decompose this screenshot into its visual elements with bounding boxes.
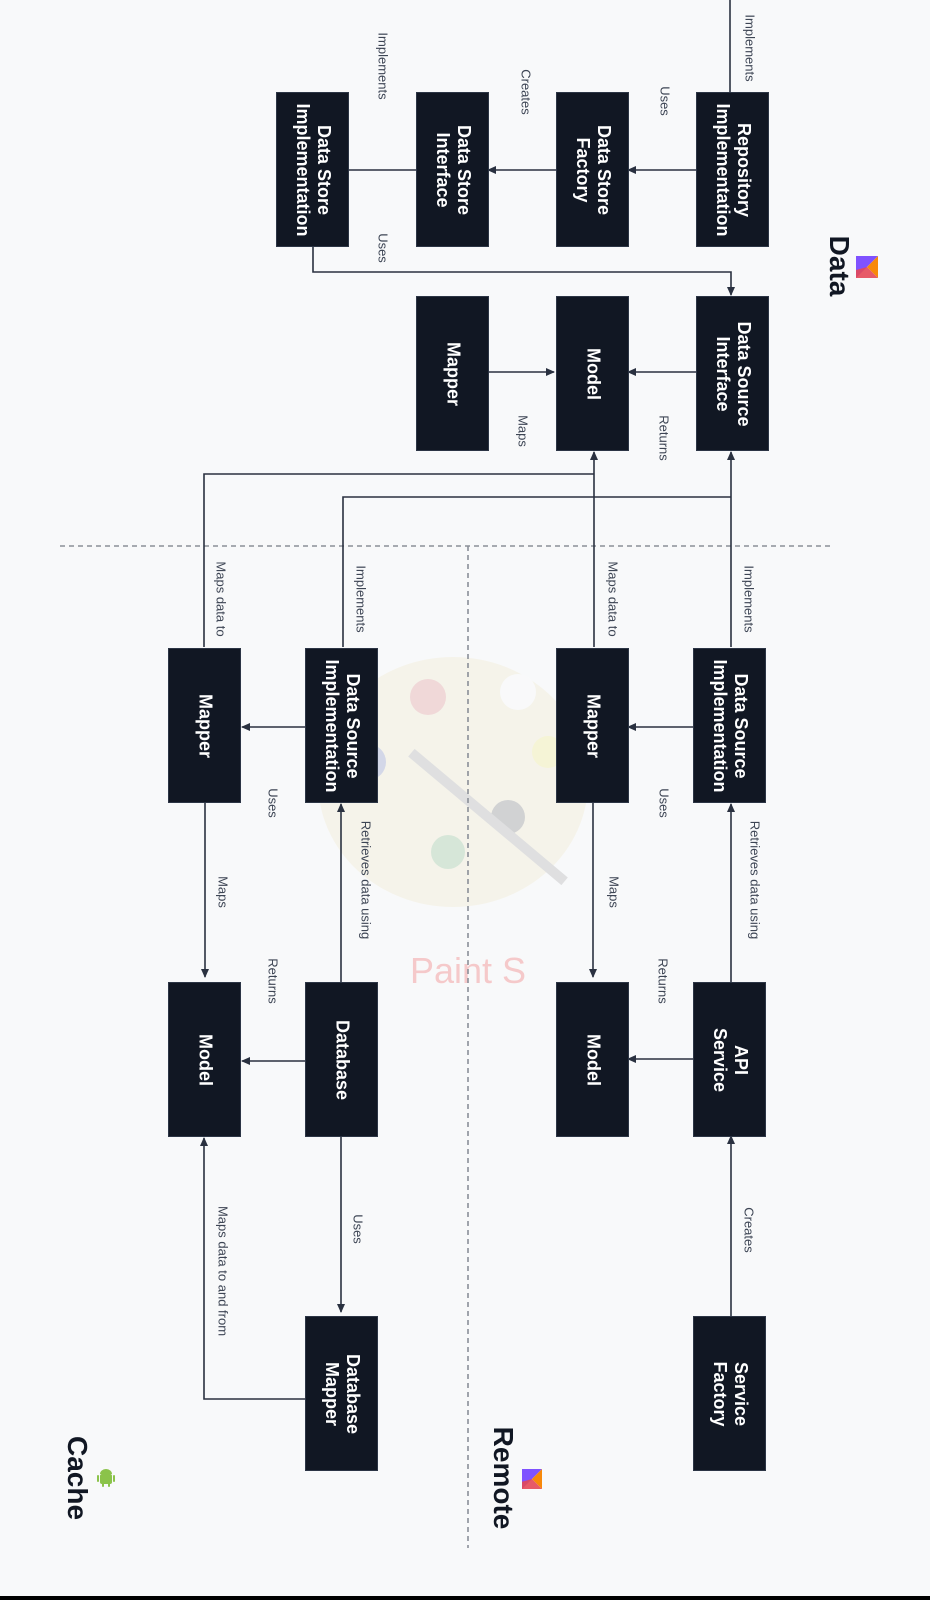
remote-implements-label: Implements	[741, 565, 757, 633]
remote-mapper-label: Mapper	[583, 693, 603, 758]
repository-implementation-label: Repository Implementation	[712, 102, 754, 236]
database-mapper-box: Database Mapper	[305, 1316, 378, 1471]
remote-maps-label: Maps	[606, 876, 622, 908]
remote-model-box: Model	[556, 982, 629, 1137]
cache-returns-label: Returns	[265, 958, 281, 1004]
cache-section-title: Cache	[62, 1435, 93, 1521]
data-source-interface-box: Data Source Interface	[696, 296, 769, 451]
cache-maps-data-to-label: Maps data to	[213, 561, 229, 637]
data-model-box: Model	[556, 296, 629, 451]
data-store-interface-box: Data Store Interface	[416, 92, 489, 247]
api-service-label: API Service	[709, 1027, 751, 1092]
cache-data-source-implementation-box: Data Source Implementation	[305, 648, 378, 803]
api-service-box: API Service	[693, 982, 766, 1137]
data-store-implementation-label: Data Store Implementation	[292, 102, 334, 236]
remote-retrieves-label: Retrieves data using	[747, 820, 763, 940]
cache-mapper-box: Mapper	[168, 648, 241, 803]
kotlin-icon	[522, 1469, 542, 1489]
service-factory-label: Service Factory	[709, 1360, 751, 1427]
data-store-interface-label: Data Store Interface	[432, 124, 474, 215]
cache-model-box: Model	[168, 982, 241, 1137]
database-mapper-label: Database Mapper	[321, 1353, 363, 1434]
db-uses-label: Uses	[350, 1214, 366, 1244]
service-factory-box: Service Factory	[693, 1316, 766, 1471]
ds-returns-label: Returns	[656, 415, 672, 461]
store-implements-label: Implements	[375, 32, 391, 100]
store-uses-label: Uses	[375, 233, 391, 263]
android-icon	[97, 1469, 115, 1487]
remote-mapper-box: Mapper	[556, 648, 629, 803]
repo-uses-label: Uses	[657, 86, 673, 116]
cache-uses-label: Uses	[265, 788, 281, 818]
data-store-factory-label: Data Store Factory	[572, 124, 614, 215]
remote-data-source-implementation-box: Data Source Implementation	[693, 648, 766, 803]
database-box: Database	[305, 982, 378, 1137]
cache-data-source-implementation-label: Data Source Implementation	[321, 658, 363, 792]
factory-creates-label: Creates	[518, 69, 534, 115]
remote-maps-data-to-label: Maps data to	[605, 561, 621, 637]
cache-model-label: Model	[195, 1033, 215, 1086]
cache-implements-label: Implements	[353, 565, 369, 633]
remote-returns-label: Returns	[655, 958, 671, 1004]
data-section-title: Data	[824, 235, 855, 297]
data-store-implementation-box: Data Store Implementation	[276, 92, 349, 247]
mapper-maps-label: Maps	[515, 415, 531, 447]
data-mapper-box: Mapper	[416, 296, 489, 451]
cache-retrieves-label: Retrieves data using	[358, 820, 374, 940]
data-mapper-label: Mapper	[443, 341, 463, 406]
cache-maps-label: Maps	[215, 876, 231, 908]
data-source-interface-label: Data Source Interface	[712, 320, 754, 427]
maps-to-and-from-label: Maps data to and from	[215, 1205, 231, 1337]
remote-uses-label: Uses	[656, 788, 672, 818]
remote-creates-label: Creates	[741, 1207, 757, 1253]
remote-data-source-implementation-label: Data Source Implementation	[709, 658, 751, 792]
database-label: Database	[332, 1019, 352, 1100]
repository-implementation-box: Repository Implementation	[696, 92, 769, 247]
data-model-label: Model	[583, 347, 603, 400]
kotlin-icon	[856, 256, 878, 278]
repo-implements-label: Implements	[742, 14, 758, 82]
remote-model-label: Model	[583, 1033, 603, 1086]
data-store-factory-box: Data Store Factory	[556, 92, 629, 247]
remote-section-title: Remote	[488, 1426, 519, 1530]
cache-mapper-label: Mapper	[195, 693, 215, 758]
